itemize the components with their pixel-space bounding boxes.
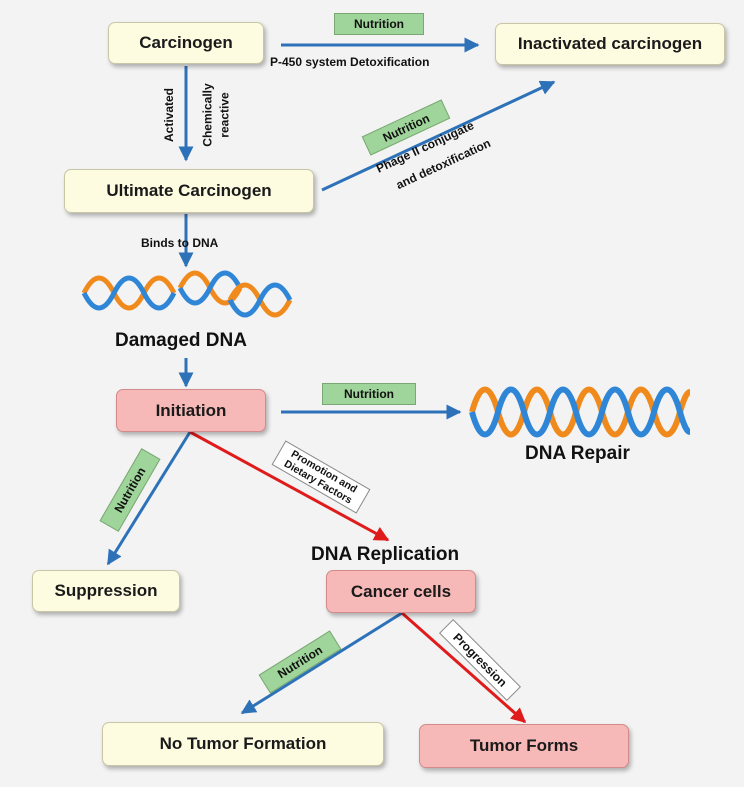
no-tumor-formation-box: No Tumor Formation [102,722,384,766]
carcinogen-box: Carcinogen [108,22,264,64]
arrow-ultimate-to-inactivated [321,80,556,192]
dna-repair-label: DNA Repair [525,443,630,464]
damaged-dna-helix [81,270,293,318]
activated-label: Activated [162,87,177,143]
p450-label: P-450 system Detoxification [270,55,430,69]
dna-replication-label: DNA Replication [311,544,460,565]
arrow-initiation-to-suppression [106,431,192,566]
damaged-dna-label: Damaged DNA [115,330,247,351]
cancer-cells-box: Cancer cells [326,570,476,613]
arrow-initiation-to-replication [189,430,390,542]
inactivated-carcinogen-box: Inactivated carcinogen [495,23,725,65]
nutrition-tag-repair: Nutrition [322,383,416,405]
initiation-box: Initiation [116,389,266,432]
suppression-box: Suppression [32,570,180,612]
dna-repair-helix [469,386,691,438]
reactive-label: reactive [217,92,232,138]
chemically-label: Chemically [200,83,215,147]
arrow-cancer-to-tumor [401,611,527,724]
nutrition-tag-detox: Nutrition [334,13,424,35]
ultimate-carcinogen-box: Ultimate Carcinogen [64,169,314,213]
tumor-forms-box: Tumor Forms [419,724,629,768]
arrow-cancer-to-no-tumor [240,611,403,715]
binds-to-dna-label: Binds to DNA [141,236,219,250]
